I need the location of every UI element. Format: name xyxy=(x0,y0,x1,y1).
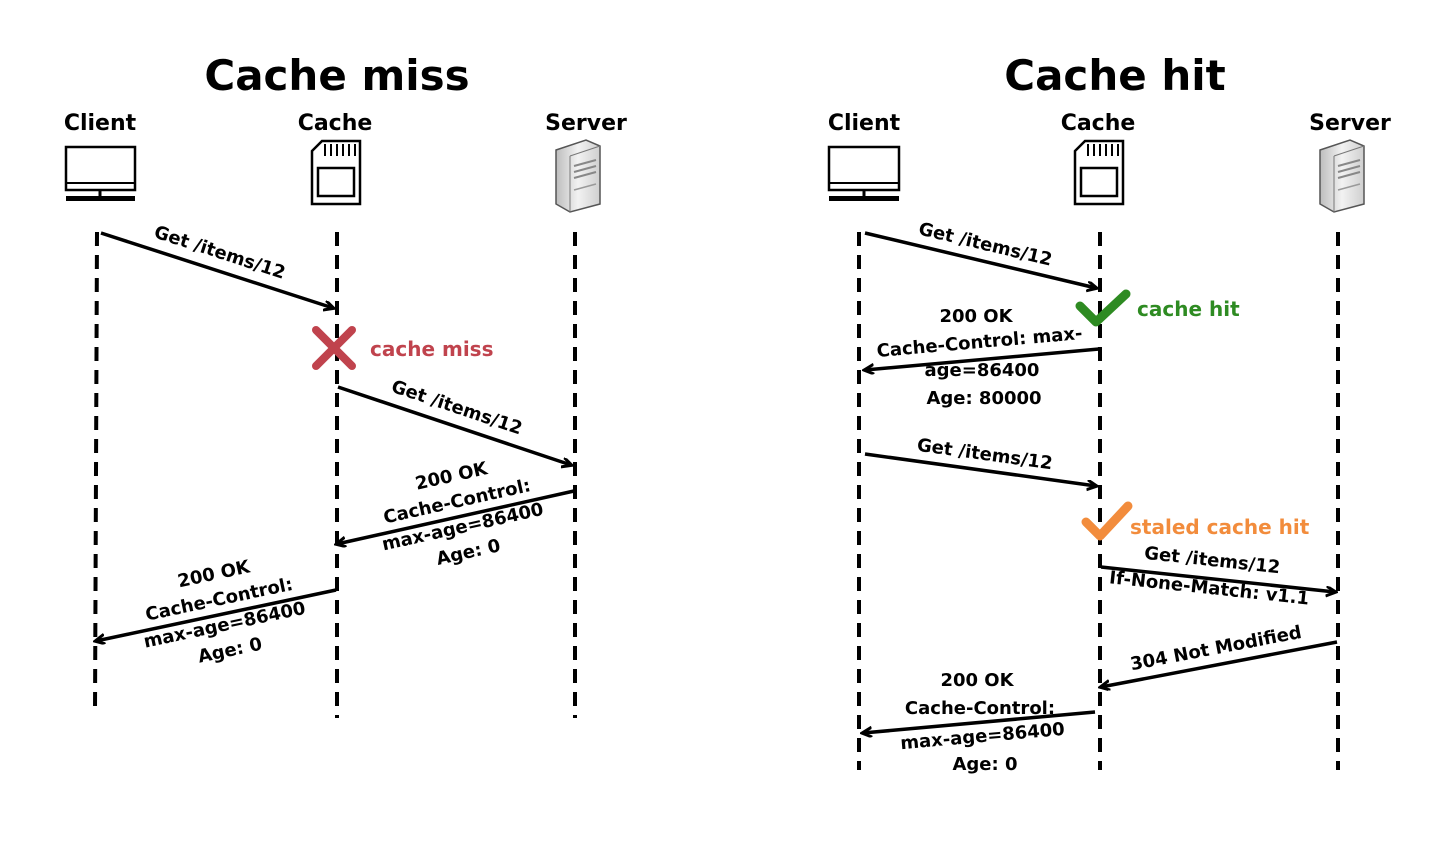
actor-server-label: Server xyxy=(1309,111,1391,136)
panel-cache-miss: Cache miss Client Cache Server xyxy=(64,51,627,718)
not-modified-label: 304 Not Modified xyxy=(1129,622,1304,675)
svg-text:Age: 0: Age: 0 xyxy=(952,754,1017,775)
revalidation-arrow xyxy=(1100,565,1335,592)
server-response-arrow xyxy=(337,489,575,544)
actor-server-label: Server xyxy=(545,111,627,136)
second-request-arrow xyxy=(864,452,1096,486)
final-response-arrow xyxy=(863,710,1096,733)
server-tower-icon xyxy=(555,139,601,213)
actor-client-label: Client xyxy=(828,111,901,136)
staled-cache-hit-label: staled cache hit xyxy=(1130,515,1310,539)
panel-title: Cache hit xyxy=(1004,51,1225,100)
svg-text:Cache-Control: max-: Cache-Control: max- xyxy=(876,323,1083,362)
cache-response-label: 200 OK Cache-Control: max- age=86400 Age… xyxy=(876,306,1083,409)
server-tower-icon xyxy=(1319,139,1365,213)
cache-hit-label: cache hit xyxy=(1137,297,1240,321)
second-request-label: Get /items/12 xyxy=(916,435,1054,475)
svg-text:If-None-Match: v1.1: If-None-Match: v1.1 xyxy=(1108,567,1310,609)
request-arrow xyxy=(100,231,333,308)
svg-text:Age: 80000: Age: 80000 xyxy=(926,388,1041,409)
panel-title: Cache miss xyxy=(204,51,469,100)
checkmark-icon xyxy=(1075,289,1131,327)
actor-client-label: Client xyxy=(64,111,137,136)
checkmark-icon xyxy=(1081,501,1133,541)
request-arrow xyxy=(864,231,1096,288)
svg-text:200 OK: 200 OK xyxy=(939,306,1013,327)
sd-card-icon xyxy=(1073,139,1125,206)
actor-cache-label: Cache xyxy=(1061,111,1136,136)
client-lifeline xyxy=(93,231,99,713)
sd-card-icon xyxy=(310,139,362,206)
cache-response-arrow xyxy=(96,588,337,641)
forward-request-arrow xyxy=(337,385,571,465)
forward-request-label: Get /items/12 xyxy=(389,376,525,439)
cache-response-label: 200 OK Cache-Control: max-age=86400 Age:… xyxy=(142,556,308,667)
not-modified-arrow xyxy=(1101,640,1338,687)
svg-text:Cache-Control:: Cache-Control: xyxy=(905,698,1055,719)
svg-text:200 OK: 200 OK xyxy=(940,670,1014,691)
svg-text:age=86400: age=86400 xyxy=(925,360,1040,381)
server-response-label: 200 OK Cache-Control: max-age=86400 Age:… xyxy=(380,458,546,570)
monitor-icon xyxy=(64,145,137,201)
cache-miss-label: cache miss xyxy=(370,337,493,361)
red-x-icon xyxy=(312,326,356,370)
request-label: Get /items/12 xyxy=(152,222,288,284)
cache-response-arrow xyxy=(865,347,1100,370)
svg-text:max-age=86400: max-age=86400 xyxy=(899,719,1065,754)
revalidation-label: Get /items/12 If-None-Match: v1.1 xyxy=(1108,543,1310,610)
monitor-icon xyxy=(827,145,901,201)
panel-cache-hit: Cache hit Client Cache Server xyxy=(827,51,1391,775)
actor-cache-label: Cache xyxy=(298,111,373,136)
